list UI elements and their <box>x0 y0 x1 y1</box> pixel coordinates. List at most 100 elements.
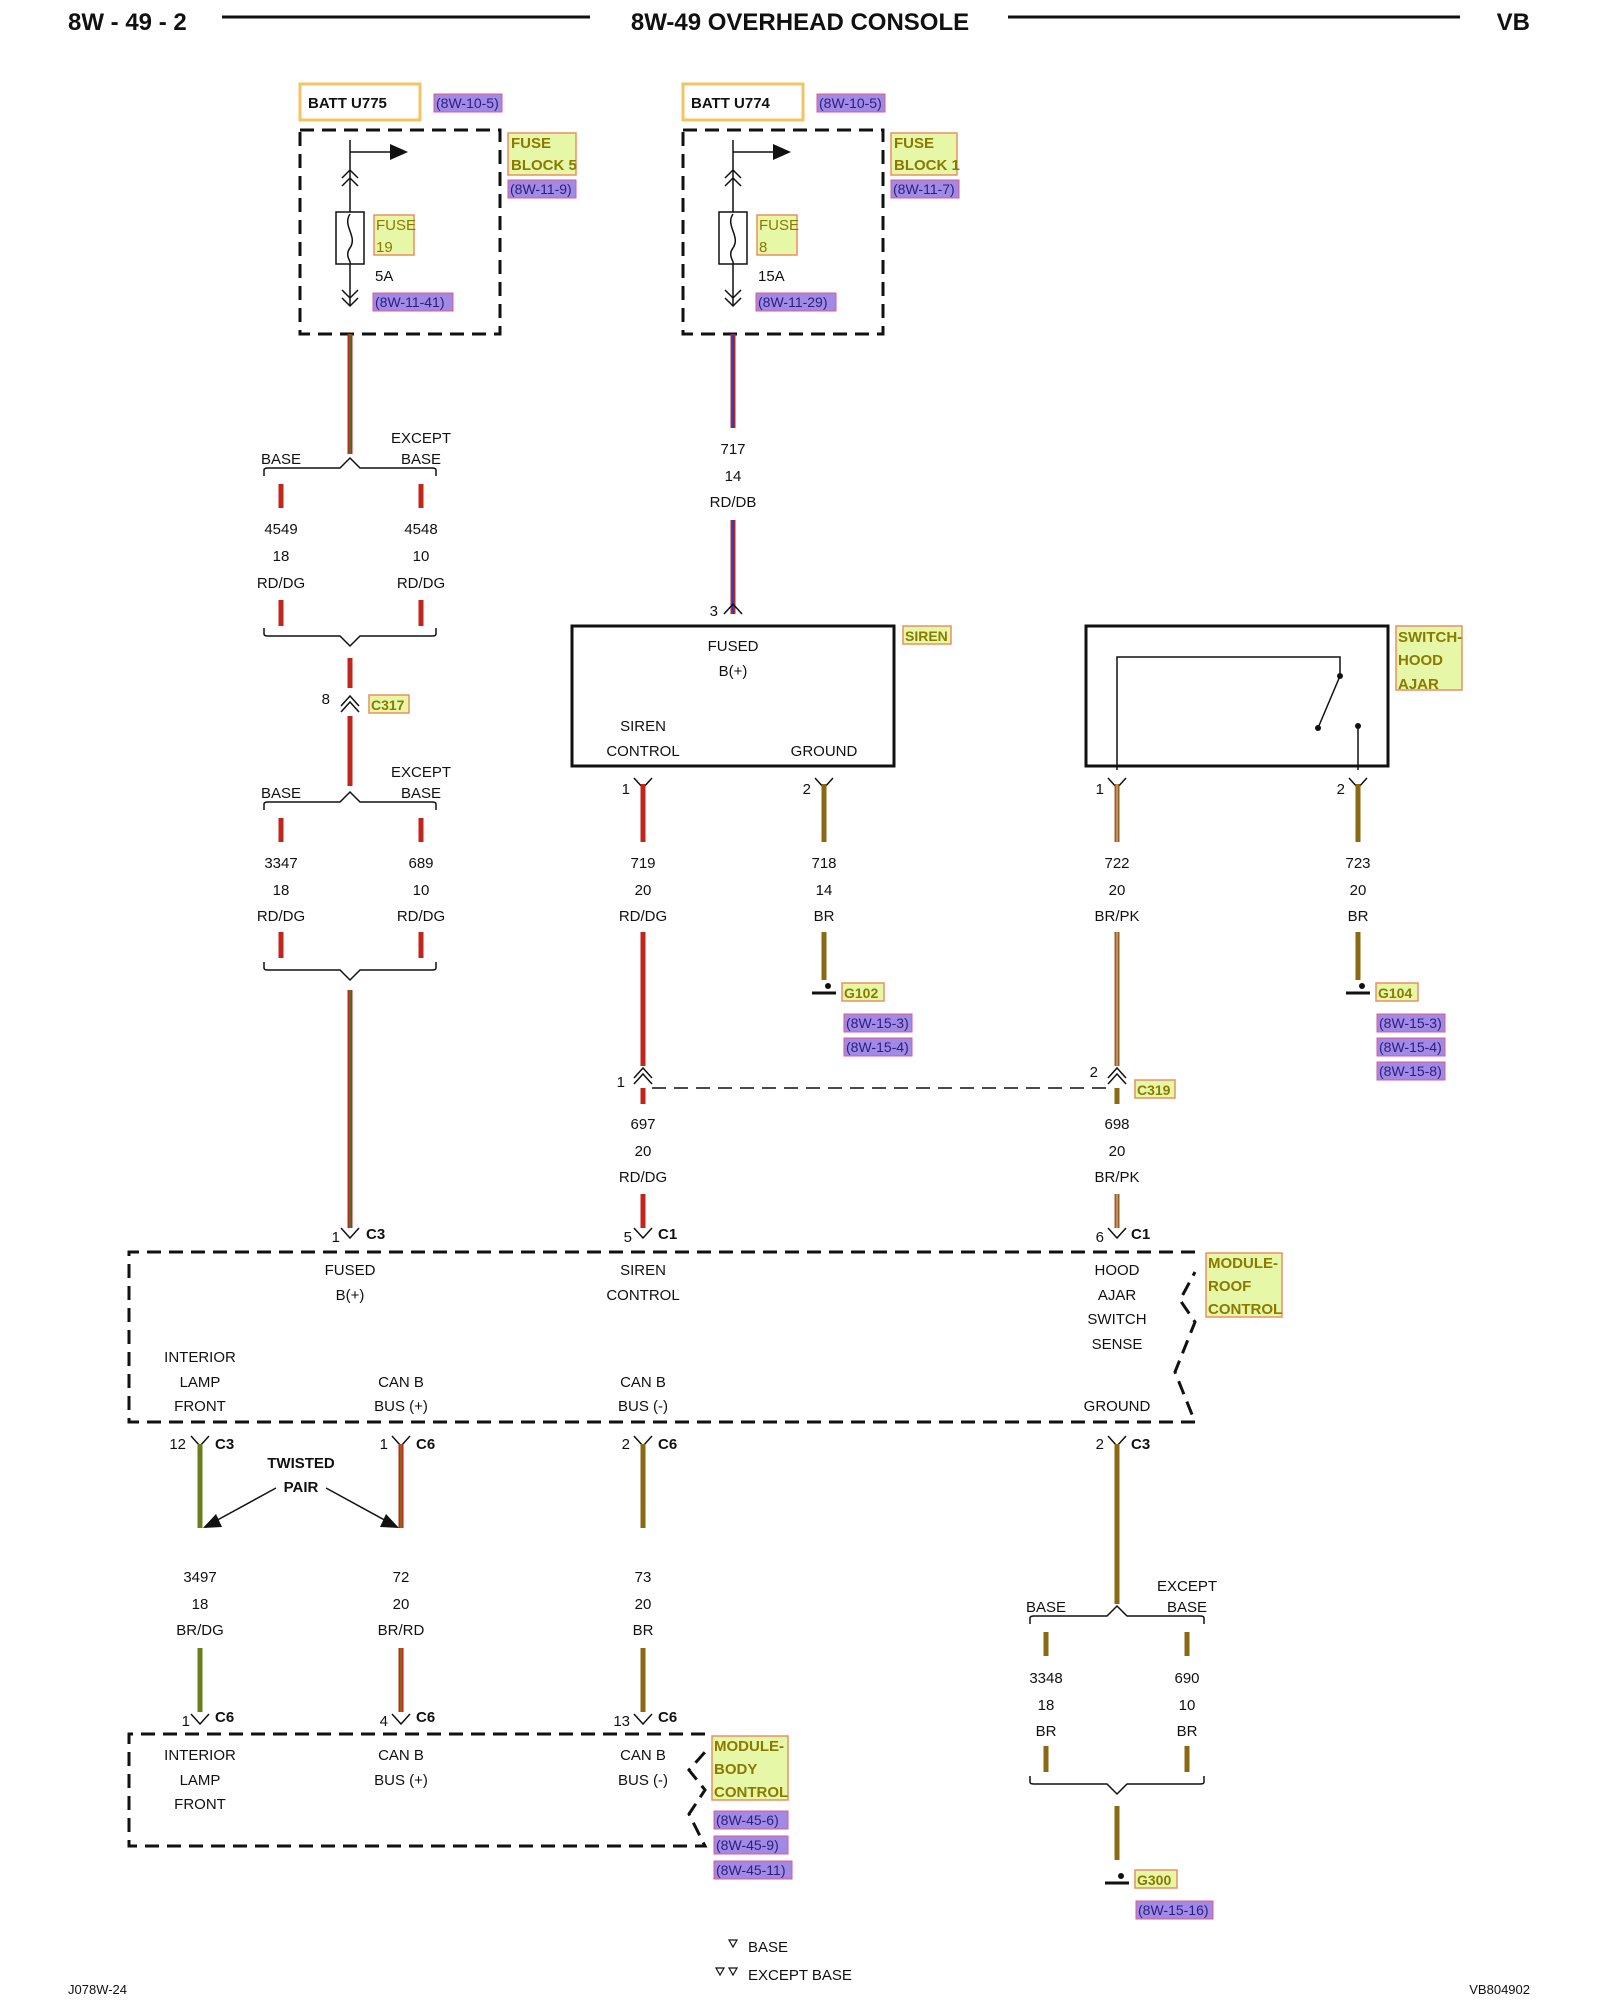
wire-73-num: 73 <box>635 1569 652 1586</box>
batt-u775-ref-box[interactable] <box>433 93 503 113</box>
fuse-block-1-l2: BLOCK 1 <box>894 157 960 174</box>
g104-ref-3[interactable]: (8W-15-8) <box>1379 1063 1442 1079</box>
g104-ref-2[interactable]: (8W-15-4) <box>1379 1039 1442 1055</box>
wire-4549-num: 4549 <box>264 521 297 538</box>
fuse-block-5-l1: FUSE <box>511 135 551 152</box>
wire-689-gauge: 10 <box>413 882 430 899</box>
batt-u775-box <box>298 82 422 122</box>
splice-3-except-2: BASE <box>1167 1599 1207 1616</box>
wire-717-gauge: 14 <box>725 468 742 485</box>
fuse-block-1-tag <box>890 132 958 176</box>
roof-bg-name: C3 <box>1131 1436 1150 1453</box>
fuse-block-1-outline <box>681 128 885 336</box>
fuse-8-ref[interactable]: (8W-11-29) <box>758 294 828 310</box>
wire-4548-gauge: 10 <box>413 548 430 565</box>
splice-2-brace <box>263 790 437 810</box>
siren-fused-1: FUSED <box>708 638 759 655</box>
roof-siren-1: SIREN <box>620 1262 666 1279</box>
roof-c3-pin: 1 <box>332 1229 340 1246</box>
body-ref-3-box[interactable] <box>713 1860 793 1880</box>
wire-4549-gauge: 18 <box>273 548 290 565</box>
body-ref-1-box[interactable] <box>713 1810 789 1830</box>
fuse-19-rating: 5A <box>375 268 393 285</box>
siren-component: SIREN FUSED B(+) SIREN CONTROL GROUND 1 … <box>570 624 952 798</box>
twisted-pair-1: TWISTED <box>267 1455 335 1472</box>
siren-box <box>570 624 896 768</box>
roof-hood-1: HOOD <box>1095 1262 1140 1279</box>
roof-b12-name: C3 <box>215 1436 234 1453</box>
wire-723-circuit: 723 20 BR G104 (8W-15-3) (8W-15-4) (8W-1… <box>1345 784 1446 1081</box>
fuse-block-5-ref-box[interactable] <box>507 179 577 199</box>
body-ref-1[interactable]: (8W-45-6) <box>716 1812 779 1828</box>
wire-698-num: 698 <box>1104 1116 1129 1133</box>
batt-u774-ref[interactable]: (8W-10-5) <box>819 95 882 111</box>
splice-3-join-brace <box>1029 1776 1205 1796</box>
body-p4-name: C6 <box>416 1709 435 1726</box>
wire-72-color: BR/RD <box>378 1622 425 1639</box>
g102-ref-1[interactable]: (8W-15-3) <box>846 1015 909 1031</box>
left-feed-circuit: BASE EXCEPT BASE 4549 18 RD/DG 4548 10 R… <box>257 334 451 1228</box>
roof-module-l1: MODULE- <box>1208 1255 1278 1272</box>
g300-ref[interactable]: (8W-15-16) <box>1138 1902 1209 1918</box>
body-module-l3: CONTROL <box>714 1784 788 1801</box>
fuse-block-5-ref[interactable]: (8W-11-9) <box>510 181 572 197</box>
body-ref-2-box[interactable] <box>713 1835 789 1855</box>
g102-ref-2[interactable]: (8W-15-4) <box>846 1039 909 1055</box>
g104-ref-1[interactable]: (8W-15-3) <box>1379 1015 1442 1031</box>
splice-3-base: BASE <box>1026 1599 1066 1616</box>
g102-ref-2-box[interactable] <box>843 1037 913 1057</box>
fuse-block-5-l2: BLOCK 5 <box>511 157 577 174</box>
switch-pin-2: 2 <box>1337 781 1345 798</box>
roof-canp-2: BUS (+) <box>374 1398 428 1415</box>
wire-690-num: 690 <box>1174 1670 1199 1687</box>
siren-feed-circuit: 717 14 RD/DB 3 <box>710 334 756 620</box>
fuse-block-1: BATT U774 (8W-10-5) FUSE BLOCK 1 (8W-11-… <box>681 82 960 336</box>
c317-name: C317 <box>371 697 405 713</box>
fuse-19-ref-box[interactable] <box>372 292 454 312</box>
roof-b2-name: C6 <box>658 1436 677 1453</box>
wire-722-color: BR/PK <box>1094 908 1139 925</box>
splice-1-except-2: BASE <box>401 451 441 468</box>
batt-u774-ref-box[interactable] <box>816 93 886 113</box>
wire-3348-color: BR <box>1036 1723 1057 1740</box>
g104-ref-1-box[interactable] <box>1376 1013 1446 1033</box>
fuse-8-rating: 15A <box>758 268 785 285</box>
wire-72-gauge: 20 <box>393 1596 410 1613</box>
wire-722-circuit: 722 20 BR/PK 2 C319 <box>1090 784 1176 1099</box>
roof-module-l2: ROOF <box>1208 1278 1251 1295</box>
g300-ref-box[interactable] <box>1135 1900 1214 1920</box>
batt-u775-ref[interactable]: (8W-10-5) <box>436 95 499 111</box>
footer-code-left: J078W-24 <box>68 1982 127 1997</box>
g102-ref-1-box[interactable] <box>843 1013 913 1033</box>
fuse-block-1-ref[interactable]: (8W-11-7) <box>893 181 955 197</box>
fuse-block-1-ref-box[interactable] <box>890 179 960 199</box>
wire-723-gauge: 20 <box>1350 882 1367 899</box>
body-ref-2[interactable]: (8W-45-9) <box>716 1837 779 1853</box>
siren-pin3-connector-icon <box>723 602 743 615</box>
splice-2-join-brace <box>263 962 437 982</box>
siren-control-2: CONTROL <box>606 743 679 760</box>
body-p1-pin: 1 <box>182 1713 190 1730</box>
vehicle-code: VB <box>1497 9 1530 36</box>
roof-c1a-pin: 5 <box>624 1229 632 1246</box>
footer-code-right: VB804902 <box>1469 1982 1530 1997</box>
wire-689-color: RD/DG <box>397 908 445 925</box>
g104-ref-2-box[interactable] <box>1376 1037 1446 1057</box>
splice-1-base: BASE <box>261 451 301 468</box>
wire-719-color: RD/DG <box>619 908 667 925</box>
fuse-19-ref[interactable]: (8W-11-41) <box>375 294 445 310</box>
roof-c1-pin6-connector-icon <box>1107 1227 1127 1240</box>
wire-689-num: 689 <box>408 855 433 872</box>
fuse-8-icon <box>718 211 748 265</box>
siren-pin-1: 1 <box>622 781 630 798</box>
splice-2-base: BASE <box>261 785 301 802</box>
body-int-1: INTERIOR <box>164 1747 236 1764</box>
g104-ref-3-box[interactable] <box>1376 1061 1446 1081</box>
body-p13-pin: 13 <box>613 1713 630 1730</box>
roof-fused-1: FUSED <box>325 1262 376 1279</box>
wire-722-gauge: 20 <box>1109 882 1126 899</box>
lower-wires: TWISTED PAIR 3497 18 BR/DG 72 20 BR/RD 7… <box>176 1444 1217 1920</box>
fuse-8-ref-box[interactable] <box>755 292 837 312</box>
body-ref-3[interactable]: (8W-45-11) <box>716 1862 786 1878</box>
fuse-19-icon <box>335 211 365 265</box>
